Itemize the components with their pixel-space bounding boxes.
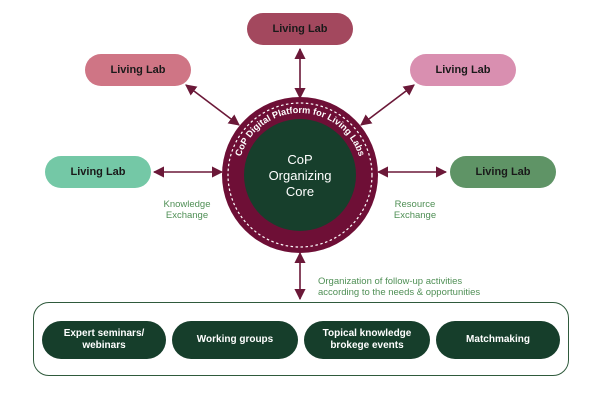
knowledge-exchange-line-1: Knowledge — [163, 199, 211, 210]
core-title: CoP Organizing Core — [248, 152, 352, 200]
activity-2-line-1: Working groups — [196, 334, 274, 345]
activities-container — [33, 302, 569, 376]
core-line-1: CoP — [287, 152, 313, 167]
activity-1-line-1: Expert seminars/ — [63, 328, 145, 339]
core-line-2: Organizing — [268, 168, 332, 183]
resource-exchange-line-1: Resource — [394, 199, 436, 210]
arrow-top-right — [360, 84, 415, 126]
activity-topical-knowledge-events[interactable]: Topical knowledge brokege events — [304, 321, 430, 359]
platform-ring-dashes — [227, 102, 373, 248]
living-lab-right[interactable]: Living Lab — [450, 156, 556, 188]
living-lab-top[interactable]: Living Lab — [247, 13, 353, 45]
activity-expert-seminars[interactable]: Expert seminars/ webinars — [42, 321, 166, 359]
arrow-top-left — [185, 84, 240, 126]
activity-3-line-2: brokege events — [330, 340, 404, 351]
core-line-3: Core — [285, 184, 315, 199]
organizing-core — [244, 119, 356, 231]
activity-1-line-2: webinars — [82, 340, 126, 351]
activity-3-line-1: Topical knowledge — [322, 328, 412, 339]
activity-4-line-1: Matchmaking — [466, 334, 530, 345]
living-lab-top-left[interactable]: Living Lab — [85, 54, 191, 86]
organization-label: Organization of follow-up activities acc… — [318, 276, 538, 298]
organization-line-2: according to the needs & opportunities — [318, 287, 481, 298]
activity-working-groups[interactable]: Working groups — [172, 321, 298, 359]
resource-exchange-line-2: Exchange — [393, 210, 437, 221]
knowledge-exchange-line-2: Exchange — [165, 210, 209, 221]
resource-exchange-label: Resource Exchange — [380, 199, 450, 221]
organization-line-1: Organization of follow-up activities — [318, 276, 463, 287]
living-lab-left[interactable]: Living Lab — [45, 156, 151, 188]
activity-matchmaking[interactable]: Matchmaking — [436, 321, 560, 359]
knowledge-exchange-label: Knowledge Exchange — [152, 199, 222, 221]
living-lab-top-right[interactable]: Living Lab — [410, 54, 516, 86]
